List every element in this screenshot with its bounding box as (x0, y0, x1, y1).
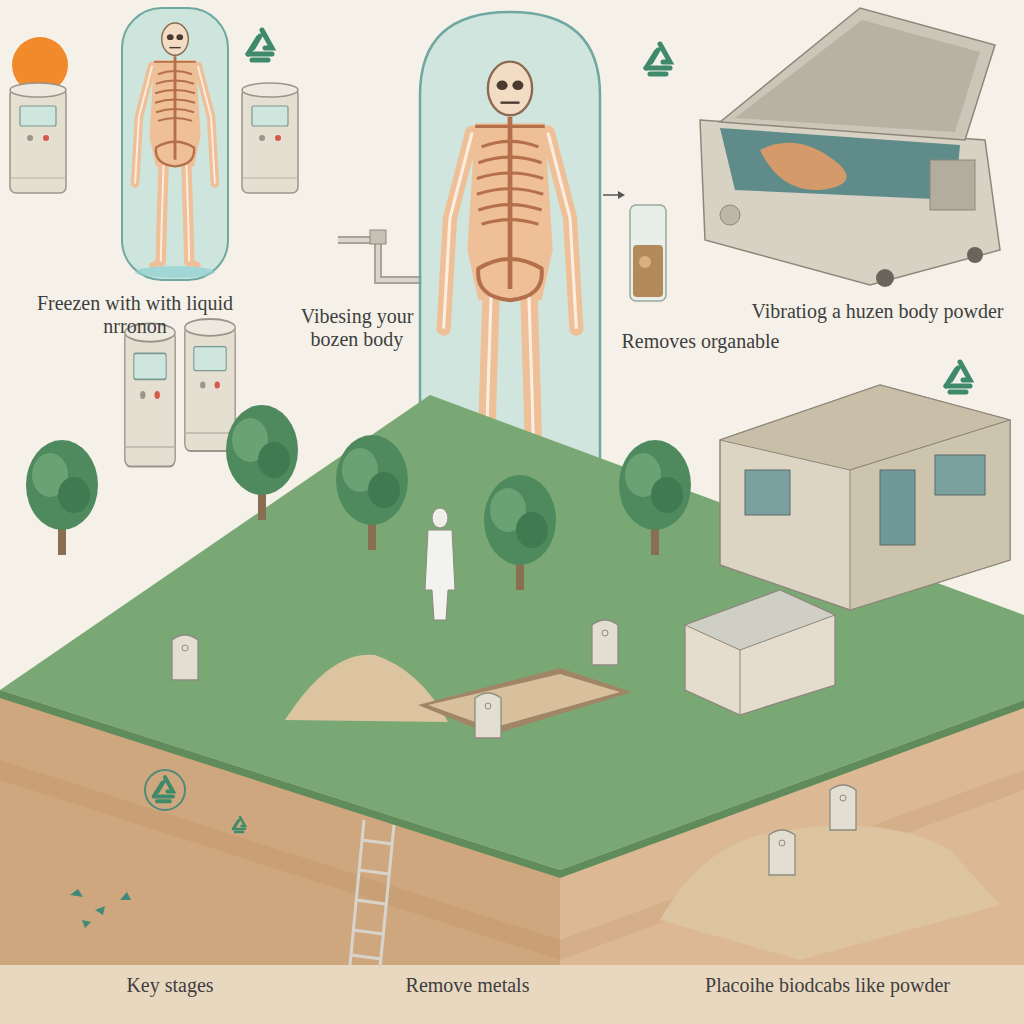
stage-label: Placoihe biodcabs like powder (640, 974, 1015, 997)
stage-label: Key stages (70, 974, 270, 997)
stage-label: Remove metals (360, 974, 575, 997)
stage-label: Vibratiog a huzen body powder (735, 300, 1020, 323)
stage-label: Freezen with with liquid nrronon (30, 292, 240, 338)
stage-label: Removes organable (618, 330, 783, 353)
stage-label: Vibesing your bozen body (298, 305, 416, 351)
